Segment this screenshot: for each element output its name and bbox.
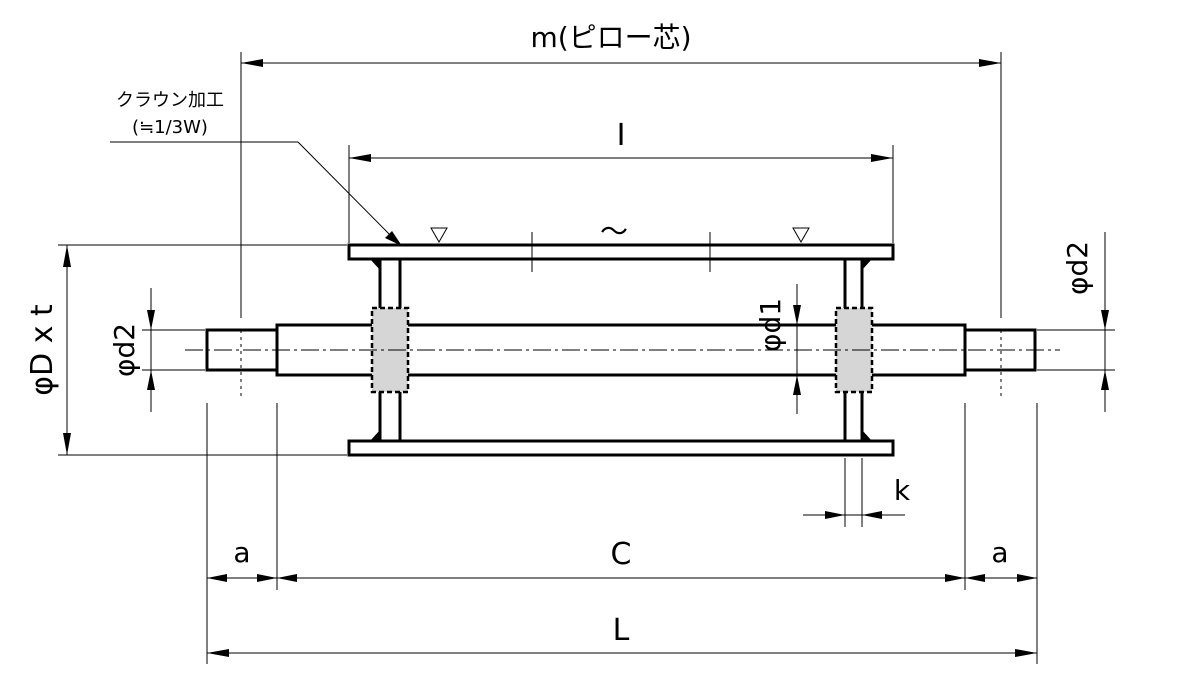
label-I: I — [617, 118, 626, 153]
dimension-phiD — [58, 244, 347, 456]
label-crown-line2: (≒1/3W) — [132, 117, 208, 138]
label-wave: ～ — [600, 215, 628, 248]
label-phi-d1: φd1 — [754, 298, 787, 352]
label-phiD-t: φD x t — [25, 304, 60, 396]
label-crown-line1: クラウン加工 — [116, 90, 224, 111]
label-L: L — [613, 613, 630, 648]
crown-leader — [110, 141, 402, 246]
dimension-a-right — [965, 574, 1037, 582]
dimension-a-left — [207, 574, 277, 582]
label-C: C — [611, 537, 632, 572]
bottom-extension-lines — [206, 403, 1038, 664]
roller-shell — [347, 243, 895, 457]
shell-top-wall — [347, 243, 895, 261]
label-phi-d2-left: φd2 — [108, 323, 141, 377]
dimension-L — [207, 649, 1037, 657]
label-k: k — [894, 474, 911, 507]
label-a-left: a — [233, 536, 250, 569]
dimension-m — [240, 52, 1002, 318]
label-m: m(ピロー芯) — [530, 21, 691, 54]
dimension-phi-d2-right — [1037, 232, 1115, 412]
crown-zone-markers — [430, 227, 810, 272]
shell-bottom-wall — [347, 439, 895, 457]
dimension-phi-d1 — [793, 284, 801, 414]
label-a-right: a — [991, 536, 1008, 569]
dimension-k — [803, 458, 905, 527]
finish-mark-right-icon — [792, 227, 810, 244]
dimension-I — [348, 145, 894, 243]
dimension-phi-d2-left — [142, 288, 205, 412]
finish-mark-left-icon — [430, 227, 448, 244]
label-phi-d2-right: φd2 — [1061, 241, 1094, 295]
dimension-C — [277, 574, 965, 582]
